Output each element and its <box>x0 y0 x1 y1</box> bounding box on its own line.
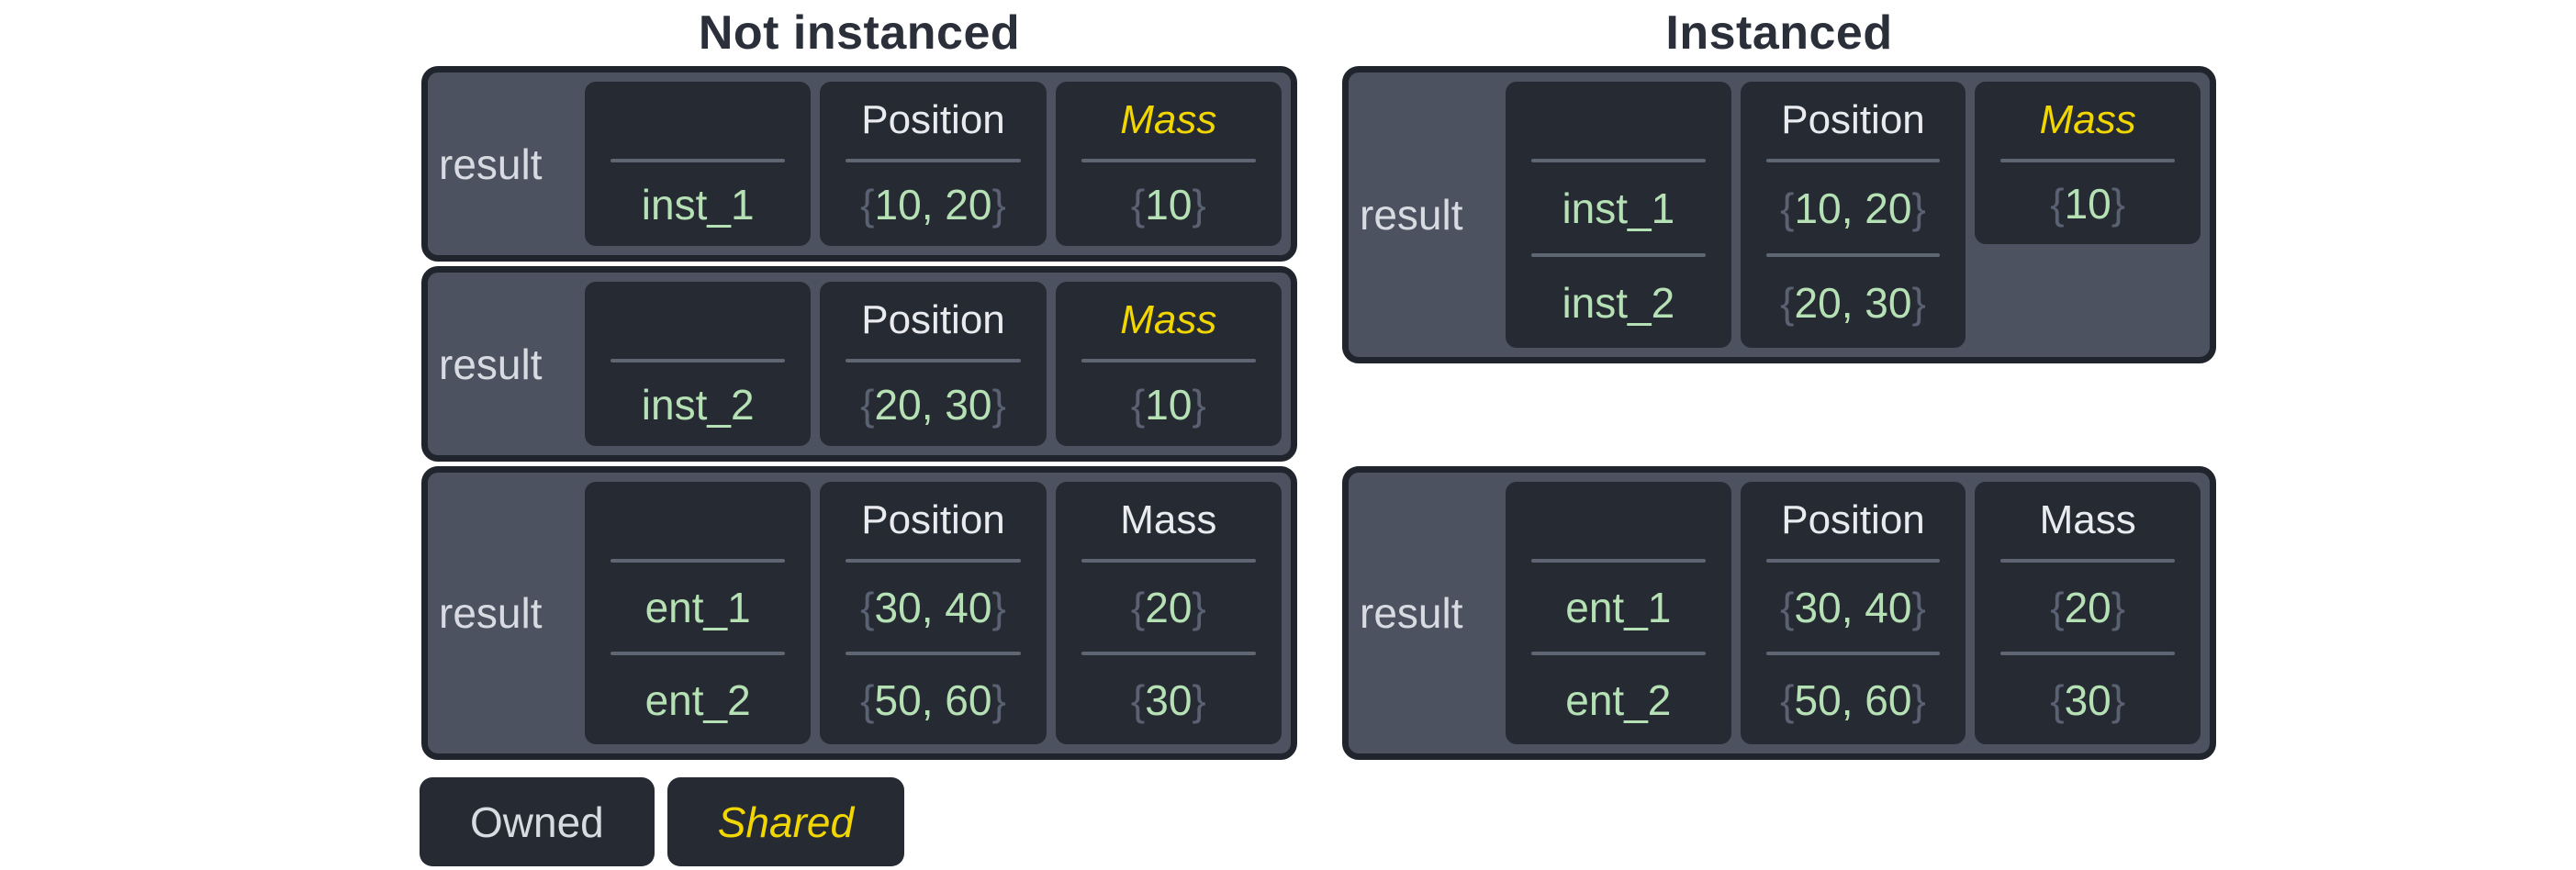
divider <box>1765 559 1941 563</box>
column-header: Position <box>1781 497 1925 542</box>
result-label: result <box>439 589 543 637</box>
cell-value: {20, 30} <box>860 380 1006 429</box>
column-header: Mass <box>1120 297 1217 342</box>
divider <box>1081 359 1256 362</box>
cell-value: {20} <box>1130 583 1206 631</box>
query-result-table-not-instanced-1: result inst_1 Position {10, 20} Mass {10} <box>421 66 1297 262</box>
column-header <box>585 82 811 159</box>
result-label: result <box>1360 191 1463 239</box>
mass-column: Mass {20} {30} <box>1975 482 2201 744</box>
divider <box>610 652 786 655</box>
divider <box>1531 559 1706 563</box>
cell-value: {10} <box>2050 179 2126 228</box>
divider <box>1765 253 1941 257</box>
mass-column: Mass {10} <box>1055 282 1282 446</box>
divider <box>610 359 786 362</box>
cell-value: {10, 20} <box>1780 184 1926 232</box>
legend-owned-chip: Owned <box>420 777 655 866</box>
section-title-not-instanced: Not instanced <box>698 6 1021 60</box>
divider <box>1081 652 1256 655</box>
result-label: result <box>439 340 543 388</box>
cell-value: {50, 60} <box>1780 675 1926 724</box>
position-column: Position {30, 40} {50, 60} <box>820 482 1047 744</box>
divider <box>2000 159 2176 162</box>
column-header: Position <box>861 497 1005 542</box>
cell-value: {30, 40} <box>860 583 1006 631</box>
cells-row: inst_2 Position {20, 30} Mass {10} <box>585 282 1282 446</box>
position-column: Position {30, 40} {50, 60} <box>1740 482 1966 744</box>
cells-row: ent_1 ent_2 Position {30, 40} {50, 60} Mass {2… <box>1506 482 2201 744</box>
position-column: Position {20, 30} <box>820 282 1047 446</box>
cell-value: {20} <box>2050 583 2126 631</box>
cell-value: ent_1 <box>644 583 751 631</box>
divider <box>846 159 1021 162</box>
query-result-table-instanced-2: result ent_1 ent_2 Position {30, 40} {50, 60}… <box>1342 466 2216 760</box>
entity-column: inst_1 <box>585 82 812 246</box>
cells-row: ent_1 ent_2 Position {30, 40} {50, 60} Mass {2… <box>585 482 1282 744</box>
divider <box>1531 253 1706 257</box>
divider <box>610 559 786 563</box>
mass-column: Mass {10} <box>1975 82 2201 244</box>
divider <box>1081 559 1256 563</box>
cell-value: {30} <box>1130 675 1206 724</box>
column-header <box>585 282 811 359</box>
column-header: Mass <box>2039 497 2136 542</box>
divider <box>1531 159 1706 162</box>
cell-value: {30} <box>2050 675 2126 724</box>
cell-value: inst_1 <box>1562 184 1675 232</box>
query-result-table-instanced-1: result inst_1 inst_2 Position {10, 20} {20, 3… <box>1342 66 2216 363</box>
cell-value: inst_1 <box>641 180 755 229</box>
position-column: Position {10, 20} <box>820 82 1047 246</box>
section-title-instanced: Instanced <box>1665 6 1893 60</box>
entity-column: inst_2 <box>585 282 812 446</box>
entity-column: ent_1 ent_2 <box>1506 482 1731 744</box>
cells-row: inst_1 inst_2 Position {10, 20} {20, 30} Mass… <box>1506 82 2201 348</box>
column-header: Mass <box>2039 97 2136 142</box>
legend-shared-chip: Shared <box>666 777 905 866</box>
entity-column: ent_1 ent_2 <box>585 482 812 744</box>
divider <box>846 652 1021 655</box>
cells-row: inst_1 Position {10, 20} Mass {10} <box>585 82 1282 246</box>
divider <box>1081 159 1256 162</box>
divider <box>2000 559 2176 563</box>
divider <box>2000 652 2176 655</box>
column-header: Mass <box>1120 497 1217 542</box>
divider <box>846 359 1021 362</box>
mass-column: Mass {10} <box>1055 82 1282 246</box>
column-header <box>1506 82 1731 159</box>
cell-value: ent_2 <box>1565 675 1672 724</box>
cell-value: {20, 30} <box>1780 278 1926 327</box>
query-result-table-not-instanced-3: result ent_1 ent_2 Position {30, 40} {50, 60}… <box>421 466 1297 760</box>
entity-column: inst_1 inst_2 <box>1506 82 1731 348</box>
cell-value: ent_1 <box>1565 583 1672 631</box>
result-label: result <box>439 139 543 188</box>
cell-value: {10} <box>1130 380 1206 429</box>
column-header <box>1506 482 1731 559</box>
cell-value: {10, 20} <box>860 180 1006 229</box>
divider <box>610 159 786 162</box>
column-header: Position <box>1781 97 1925 142</box>
column-header <box>585 482 811 559</box>
cell-value: inst_2 <box>641 380 755 429</box>
divider <box>1765 652 1941 655</box>
column-header: Position <box>861 97 1005 142</box>
cell-value: {10} <box>1130 180 1206 229</box>
divider <box>1531 652 1706 655</box>
divider <box>1765 159 1941 162</box>
divider <box>846 559 1021 563</box>
legend: Owned Shared <box>420 777 905 866</box>
cell-value: inst_2 <box>1562 278 1675 327</box>
cell-value: ent_2 <box>644 675 751 724</box>
cell-value: {50, 60} <box>860 675 1006 724</box>
column-header: Position <box>861 297 1005 342</box>
query-result-table-not-instanced-2: result inst_2 Position {20, 30} Mass {10} <box>421 266 1297 462</box>
mass-column: Mass {20} {30} <box>1055 482 1282 744</box>
column-header: Mass <box>1120 97 1217 142</box>
result-label: result <box>1360 589 1463 637</box>
cell-value: {30, 40} <box>1780 583 1926 631</box>
position-column: Position {10, 20} {20, 30} <box>1740 82 1966 348</box>
